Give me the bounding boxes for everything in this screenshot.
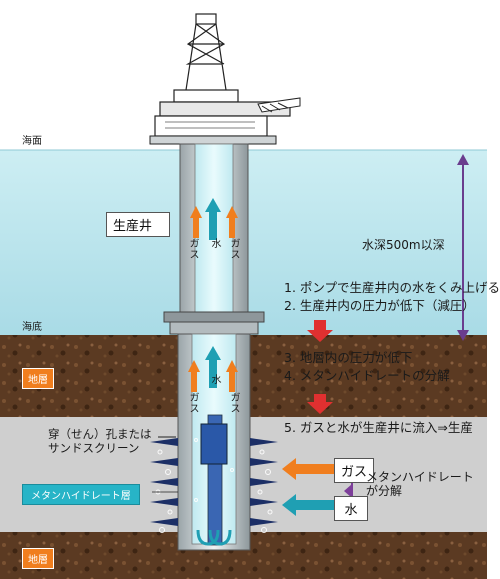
step-arrows: [307, 320, 333, 414]
gas-bubbles: [155, 438, 273, 533]
step-3: 3. 地層内の圧力が低下: [284, 350, 413, 365]
step-4: 4. メタンハイドレートの分解: [284, 368, 450, 383]
gas-box: ガス: [334, 458, 374, 483]
methane-layer-tag: メタンハイドレート層: [22, 484, 140, 505]
upper-flow-arrows: [190, 198, 238, 240]
pipe-water-lower: 水: [209, 374, 220, 385]
pipe-water-upper: 水: [209, 238, 220, 249]
water-box: 水: [334, 496, 368, 521]
well-diagram-graphic: [0, 13, 487, 579]
water-depth-label: 水深500m以深: [362, 238, 445, 252]
step-1: 1. ポンプで生産井内の水をくみ上げる: [284, 280, 500, 295]
water-inflow-arrow: [282, 494, 334, 516]
pump: [200, 423, 228, 465]
lower-flow-arrows: [188, 346, 238, 392]
perforations: [150, 438, 278, 526]
seabed-label: 海底: [22, 322, 42, 333]
pipe-gas-right-lower: ガス: [228, 392, 239, 414]
sea-surface-label: 海面: [22, 136, 42, 147]
pipe-gas-right-upper: ガス: [228, 238, 239, 260]
step-2: 2. 生産井内の圧力が低下（減圧）: [284, 298, 475, 313]
stratum-upper-tag: 地層: [22, 368, 54, 389]
drilling-derrick: [149, 13, 301, 145]
step-5: 5. ガスと水が生産井に流入⇒生産: [284, 420, 473, 435]
stratum-lower-tag: 地層: [22, 548, 54, 569]
pipe-gas-left-upper: ガス: [187, 238, 198, 260]
pipe-gas-left-lower: ガス: [187, 392, 198, 414]
decompose-label: メタンハイドレート が分解: [366, 470, 474, 499]
perforation-label: 穿（せん）孔または サンドスクリーン: [48, 427, 152, 455]
wellhead: [163, 311, 265, 323]
diagram-canvas: 海面 海底 生産井 水深500m以深 地層 地層 メタンハイドレート層 穿（せん…: [0, 13, 500, 579]
production-well-label: 生産井: [106, 212, 170, 237]
gas-inflow-arrow: [282, 458, 334, 480]
